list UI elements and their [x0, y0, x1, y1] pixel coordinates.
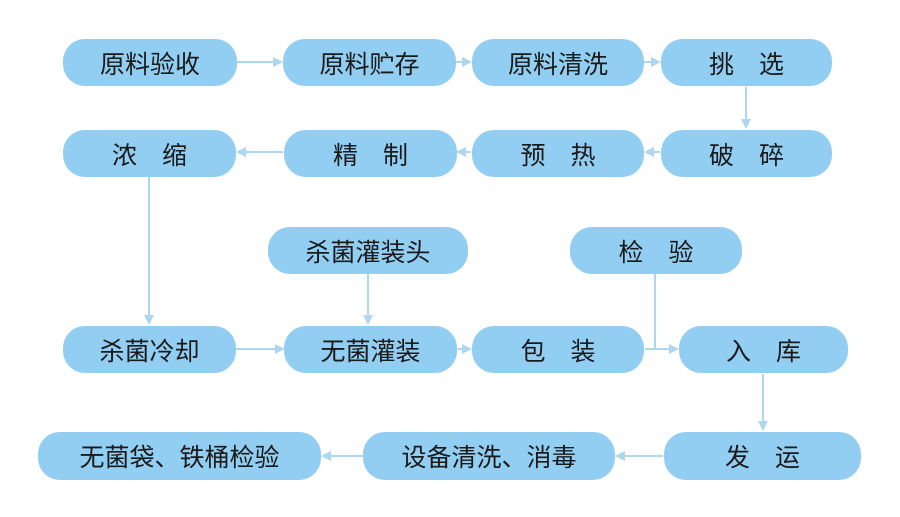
node-preheat: 预 热 — [472, 130, 644, 177]
node-bag-drum-check: 无菌袋、铁桶检验 — [38, 432, 321, 480]
node-crush: 破 碎 — [661, 130, 832, 177]
node-pack: 包 装 — [472, 326, 644, 373]
node-equip-clean: 设备清洗、消毒 — [363, 432, 615, 480]
node-raw-store: 原料贮存 — [283, 39, 456, 86]
node-raw-receive: 原料验收 — [63, 39, 237, 86]
node-warehouse: 入 库 — [679, 326, 848, 373]
node-filler-head: 杀菌灌装头 — [268, 227, 468, 274]
node-pick: 挑 选 — [661, 39, 832, 86]
node-ship: 发 运 — [664, 432, 861, 480]
node-refine: 精 制 — [284, 130, 457, 177]
node-raw-wash: 原料清洗 — [472, 39, 644, 86]
node-concentrate: 浓 缩 — [63, 130, 236, 177]
node-aseptic-fill: 无菌灌装 — [284, 326, 457, 373]
node-inspect: 检 验 — [570, 227, 742, 274]
node-sterile-cool: 杀菌冷却 — [63, 326, 236, 373]
